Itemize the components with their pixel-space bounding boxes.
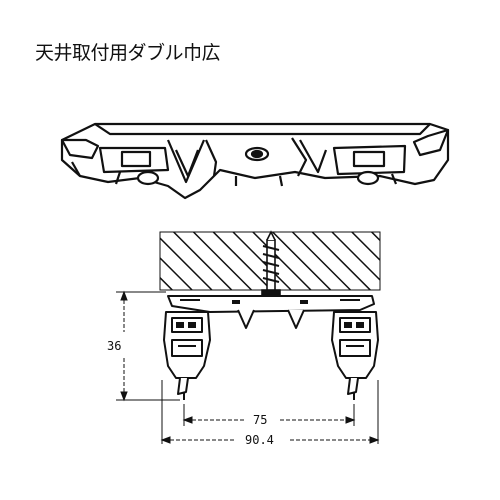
bracket-perspective-view [60,122,450,200]
dimension-lines [116,290,380,444]
outer-width-dimension-label: 90.4 [245,433,274,447]
mounting-screw [261,230,281,297]
base-plate [167,295,375,329]
right-runner [331,311,379,400]
inner-width-dimension-label: 75 [253,413,267,427]
left-runner [163,311,211,400]
height-dimension-label: 36 [107,339,121,353]
page-title: 天井取付用ダブル巾広 [35,42,221,64]
